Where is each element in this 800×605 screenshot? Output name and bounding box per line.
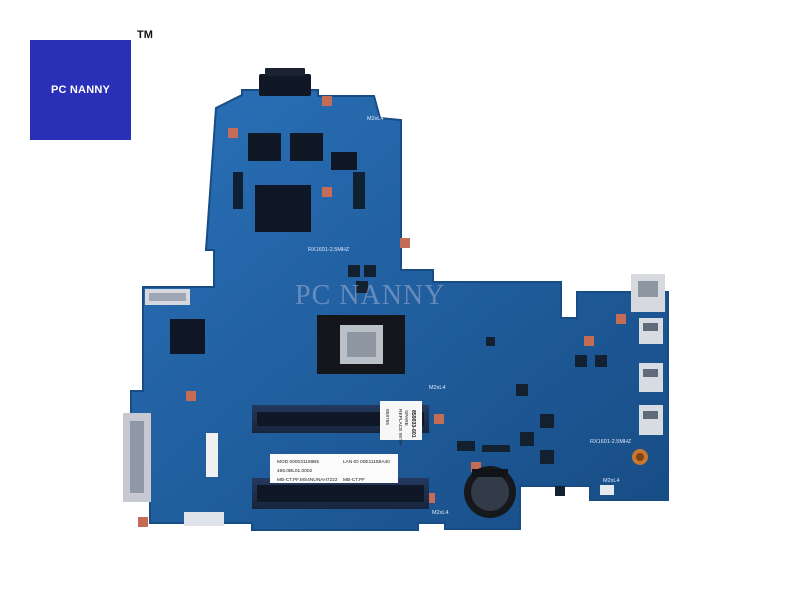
silk-rx-right: RX1601-2.5MHZ (590, 439, 632, 445)
left-ribbon-connector (206, 433, 218, 477)
silk-rx-top: RX1601-2.5MHZ (308, 247, 350, 253)
bottom-right-connector (600, 485, 614, 495)
serial-sticker-line1: MOD 000031159B5 (277, 459, 319, 465)
spare-label-line2: SPARE (403, 410, 409, 426)
silk-m2-mid: M2xL4 (429, 385, 446, 391)
chip-small-right (331, 152, 357, 170)
mounting-pads (138, 96, 626, 527)
chip-left-top (248, 133, 281, 161)
spare-label-line1: REPLACE WITH (397, 409, 403, 446)
spare-label-line4: 858765 (384, 409, 390, 425)
spare-label (380, 401, 422, 440)
power-connector (259, 74, 311, 96)
silk-m2-top: M2xL4 (367, 116, 384, 122)
chip-left-mid (170, 319, 205, 354)
photo-watermark: PC NANNY (295, 280, 445, 311)
serial-sticker-line5: MB-CT.PF (343, 477, 365, 483)
usb-port-2 (639, 363, 663, 392)
bottom-left-connector (184, 512, 224, 526)
chip-right-top (290, 133, 323, 161)
serial-sticker-line4: LAN-ID 00E11158A40 (343, 459, 390, 465)
chip-mid-top (255, 185, 311, 232)
serial-sticker-line3: MB-CT.PF.MS4NUNAH7222 (277, 477, 338, 483)
silk-m2-left: M2xL4 (432, 510, 449, 516)
chip-mini-right (353, 172, 365, 209)
serial-sticker-line2: 455.0BL01.0002 (277, 468, 313, 474)
usb-port-3 (639, 405, 663, 435)
chip-mini-left (233, 172, 243, 209)
brand-logo: PC NANNY (30, 40, 131, 140)
trademark-mark: TM (137, 29, 153, 41)
spare-label-line3: 859033-601 (410, 410, 416, 438)
silk-m2-right: M2xL4 (603, 478, 620, 484)
brand-logo-text: PC NANNY (50, 84, 111, 96)
serial-sticker (270, 454, 398, 483)
